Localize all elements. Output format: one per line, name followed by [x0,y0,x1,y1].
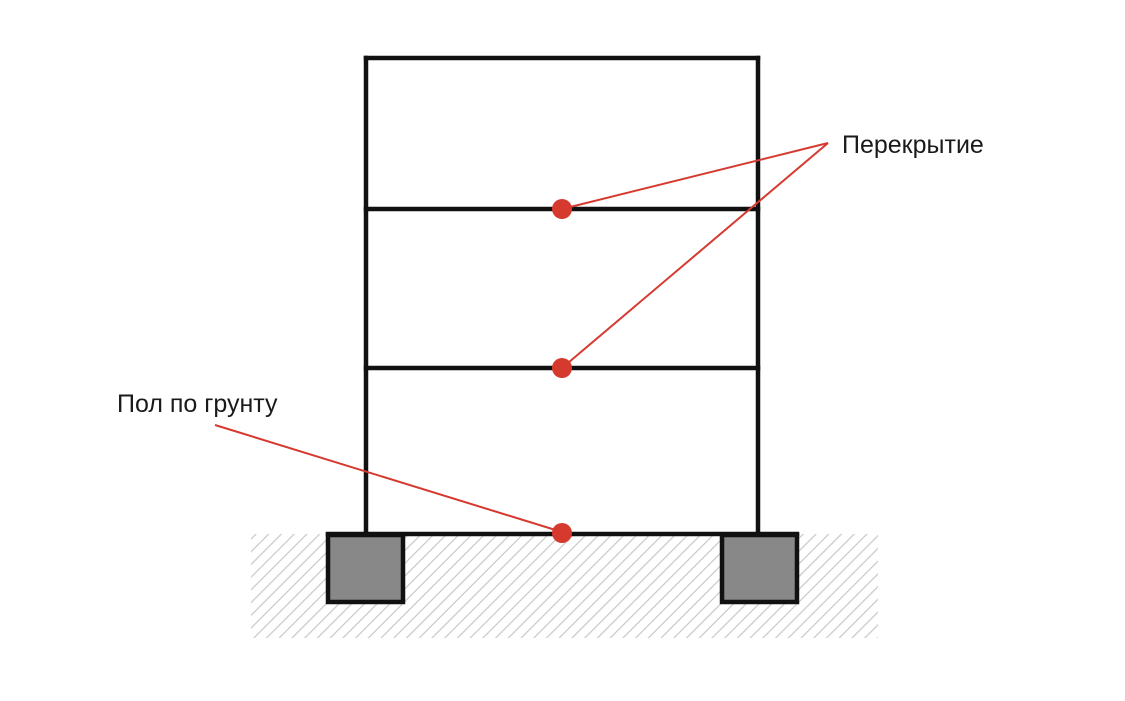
right-foundation-block [719,532,800,605]
leader-lines [214,142,829,533]
label-ground-floor: Пол по грунту [117,390,278,418]
left-foundation-block [325,532,406,605]
marker-upper-slab [552,199,572,219]
marker-ground-floor [552,523,572,543]
leader-line-middle-slab [561,142,829,369]
label-floor-slab: Перекрытие [842,131,984,159]
leader-line-ground-floor [214,424,563,533]
leader-line-upper-slab [561,142,829,210]
marker-middle-slab [552,358,572,378]
building-frame [325,55,800,537]
